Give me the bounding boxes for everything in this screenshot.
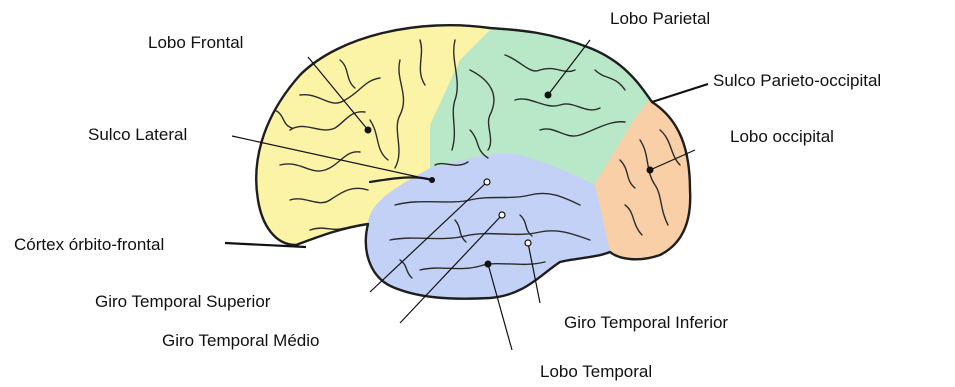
leader-parieto-occipital (652, 84, 708, 102)
label-sulco-parieto-occipital: Sulco Parieto-occipital (713, 72, 881, 89)
label-sulco-lateral: Sulco Lateral (88, 126, 187, 143)
dot-lateral (429, 177, 435, 183)
dot-parietal (545, 92, 552, 99)
dot-gti (525, 240, 531, 246)
label-lobo-parietal: Lobo Parietal (610, 10, 710, 27)
label-giro-temporal-superior: Giro Temporal Superior (95, 293, 270, 310)
label-giro-temporal-inferior: Giro Temporal Inferior (564, 314, 728, 331)
label-lobo-frontal: Lobo Frontal (148, 34, 243, 51)
dot-gtm (499, 212, 505, 218)
label-cortex-orbito-frontal: Córtex órbito-frontal (14, 236, 164, 253)
label-lobo-temporal: Lobo Temporal (540, 363, 652, 380)
label-giro-temporal-medio: Giro Temporal Médio (162, 332, 319, 349)
dot-gts (484, 179, 490, 185)
dot-frontal (365, 127, 372, 134)
dot-occipital (647, 167, 654, 174)
dot-temporal (485, 261, 492, 268)
label-lobo-occipital: Lobo occipital (730, 128, 834, 145)
